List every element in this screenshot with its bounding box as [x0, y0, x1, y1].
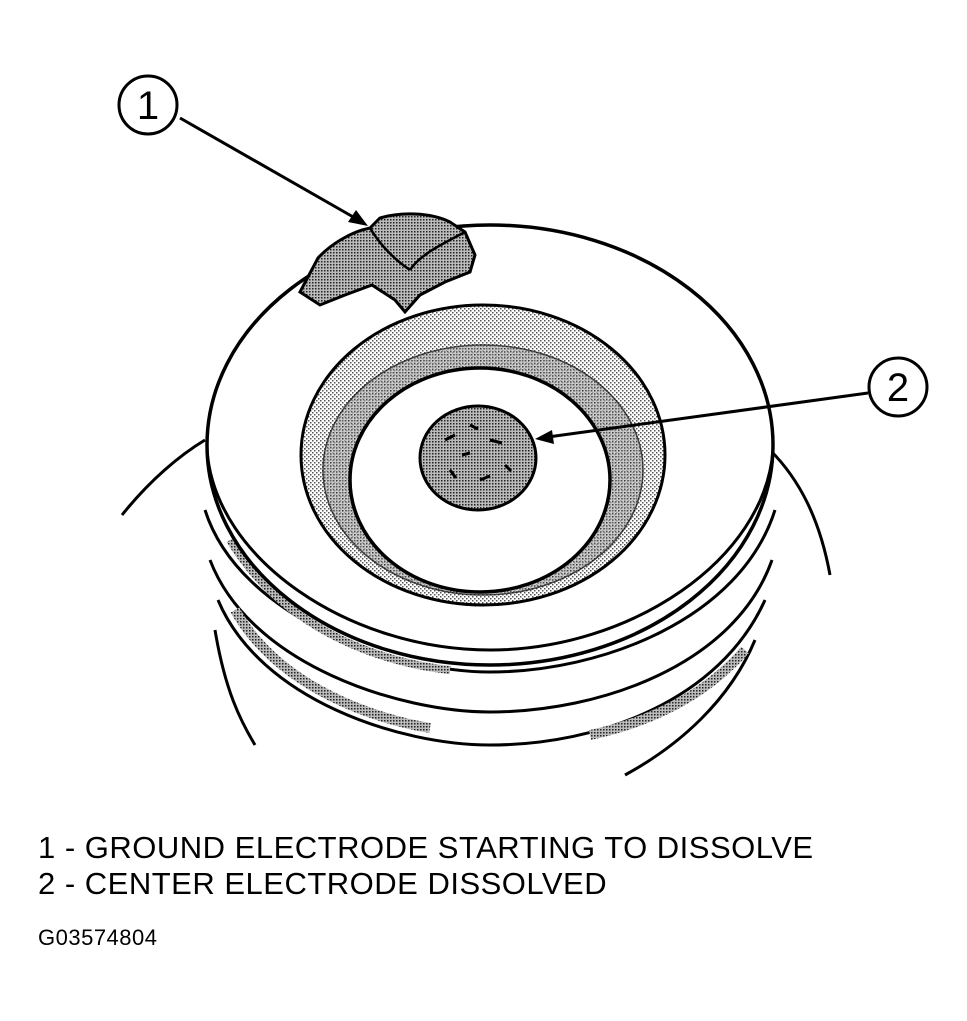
- legend-item-1: 1 - GROUND ELECTRODE STARTING TO DISSOLV…: [38, 830, 814, 865]
- shell-side-band: [205, 449, 775, 652]
- outer-shell-right-curve: [768, 448, 832, 576]
- thread-shading-right: [588, 646, 749, 740]
- legend-item-2: 2 - CENTER ELECTRODE DISSOLVED: [38, 866, 608, 901]
- thread-ring-3: [208, 559, 774, 714]
- callout-2-number: 2: [887, 366, 909, 410]
- callout-1-arrowhead: [348, 210, 368, 226]
- ground-electrode-top: [368, 227, 466, 272]
- thread-ring-2: [203, 509, 777, 674]
- thread-ring-4: [216, 599, 767, 747]
- callout-2-leader: [547, 391, 869, 439]
- callout-1-leader: [179, 116, 356, 220]
- shell-lower-right-curve: [624, 639, 757, 777]
- callout-1-circle: [117, 74, 179, 136]
- shell-lower-left-curve: [213, 629, 257, 746]
- thread-shading-left: [230, 607, 431, 733]
- ground-electrode: [298, 212, 477, 315]
- outer-shell-left-curve: [120, 438, 206, 516]
- legend: 1 - GROUND ELECTRODE STARTING TO DISSOLV…: [38, 830, 814, 902]
- thread-shading-mid: [226, 537, 451, 674]
- callout-1-number: 1: [137, 84, 159, 128]
- callout-2-arrowhead: [535, 430, 554, 444]
- center-electrode: [418, 404, 538, 512]
- callout-2-circle: [867, 356, 929, 418]
- figure-id: G03574804: [38, 925, 158, 950]
- center-electrode-pitting: [444, 423, 513, 482]
